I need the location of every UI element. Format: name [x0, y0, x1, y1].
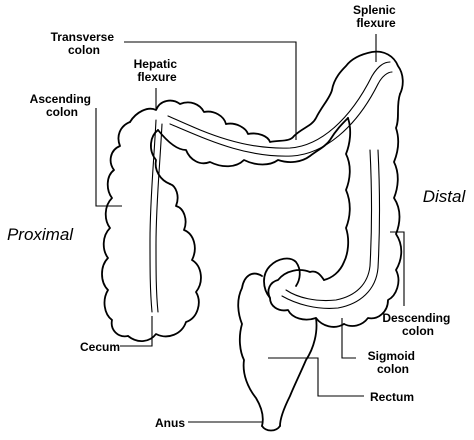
descending-colon-inner-wall — [323, 117, 352, 281]
descending-taenia-2 — [281, 149, 381, 309]
ascending-colon-left-wall — [101, 121, 131, 338]
cecum-leader — [120, 316, 153, 347]
transverse-colon-label: Transverse colon — [51, 30, 118, 57]
anal-canal — [261, 425, 281, 432]
hepatic-flexure-wall — [129, 99, 227, 125]
ascending-colon-label: Ascending colon — [30, 92, 95, 119]
transverse-colon-upper-wall — [225, 50, 404, 143]
ascending-taenia — [149, 119, 157, 313]
leader-lines — [95, 34, 405, 423]
rectum-right-wall — [279, 317, 318, 427]
ascending-colon-leader — [95, 108, 122, 207]
proximal-label: Proximal — [7, 225, 74, 244]
sigmoid-colon-leader — [341, 318, 356, 359]
colon-illustration — [101, 50, 404, 432]
descending-colon-label: Descending colon — [382, 311, 453, 338]
transverse-colon-lower-wall — [157, 117, 349, 168]
descending-colon-leader — [390, 231, 405, 306]
cecum-wall — [127, 183, 202, 342]
descending-taenia — [285, 149, 373, 302]
anus-label: Anus — [155, 416, 185, 430]
ascending-colon-inner-wall — [150, 129, 171, 185]
sigmoid-loop-top — [263, 257, 301, 299]
hepatic-flexure-label: Hepatic flexure — [134, 57, 181, 84]
rectum-label: Rectum — [370, 390, 414, 404]
splenic-flexure-label: Splenic flexure — [353, 3, 399, 30]
ascending-taenia-2 — [155, 123, 163, 313]
transverse-colon-leader — [124, 41, 297, 140]
distal-label: Distal — [423, 187, 467, 206]
sigmoid-colon-label: Sigmoid colon — [368, 349, 419, 376]
cecum-label: Cecum — [80, 340, 120, 354]
descending-colon-outer-wall — [343, 93, 403, 327]
transverse-taenia-2 — [169, 71, 393, 157]
rectum-wall — [237, 272, 264, 427]
labels: Transverse colon Splenic flexure Hepatic… — [7, 3, 467, 430]
transverse-taenia — [167, 61, 391, 149]
rectum-leader — [268, 357, 364, 397]
